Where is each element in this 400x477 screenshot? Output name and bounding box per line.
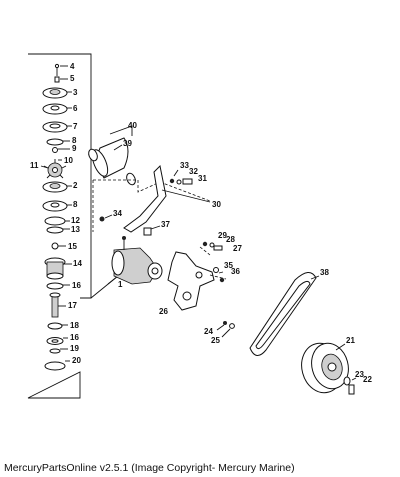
water-pump-body: [107, 236, 163, 285]
mounting-bracket: [167, 246, 227, 311]
bracket-assembly: [92, 164, 211, 236]
part-label-2: 2: [73, 181, 78, 190]
part-label-13: 13: [71, 225, 80, 234]
part-label-21: 21: [346, 336, 355, 345]
drive-belt: [249, 272, 320, 356]
part-label-30: 30: [212, 200, 221, 209]
part-label-37: 37: [161, 220, 170, 229]
pulley: [301, 342, 357, 395]
part-label-23: 23: [355, 370, 364, 379]
part-label-39: 39: [123, 139, 132, 148]
part-label-11: 11: [30, 161, 39, 170]
part-label-18: 18: [70, 321, 79, 330]
part-label-27: 27: [233, 244, 242, 253]
part-label-19: 19: [70, 344, 79, 353]
part-label-1: 1: [118, 280, 123, 289]
part-label-29: 29: [218, 231, 227, 240]
part-label-8: 8: [72, 136, 77, 145]
part-label-9: 9: [72, 144, 77, 153]
part-label-16: 16: [72, 281, 81, 290]
part-label-15: 15: [68, 242, 77, 251]
fastener-set: [202, 241, 235, 338]
pump-components-panel: [27, 53, 119, 399]
part-label-20: 20: [72, 356, 81, 365]
part-label-4: 4: [70, 62, 75, 71]
impeller-icon: [43, 159, 67, 179]
part-label-38: 38: [320, 268, 329, 277]
part-label-34: 34: [113, 209, 122, 218]
part-label-10: 10: [64, 156, 73, 165]
part-label-16b: 16: [70, 333, 79, 342]
part-label-22: 22: [363, 375, 372, 384]
part-label-25: 25: [211, 336, 220, 345]
part-label-6: 6: [73, 104, 78, 113]
part-number-labels: 4 5 3 6 7 8 9 10 11 2 8 12 13 15 14 16 1…: [30, 62, 372, 384]
part-label-31: 31: [198, 174, 207, 183]
part-label-28: 28: [226, 235, 235, 244]
part-label-14: 14: [73, 259, 82, 268]
image-caption: MercuryPartsOnline v2.5.1 (Image Copyrig…: [4, 462, 295, 474]
part-label-17: 17: [68, 301, 77, 310]
part-label-36: 36: [231, 267, 240, 276]
part-label-26: 26: [159, 307, 168, 316]
part-label-40: 40: [128, 121, 137, 130]
part-label-12: 12: [71, 216, 80, 225]
part-label-24: 24: [204, 327, 213, 336]
part-label-7: 7: [73, 122, 78, 131]
part-label-33: 33: [180, 161, 189, 170]
part-label-35: 35: [224, 261, 233, 270]
part-label-8b: 8: [73, 200, 78, 209]
part-label-32: 32: [189, 167, 198, 176]
part-label-5: 5: [70, 74, 75, 83]
hose-assembly: [88, 125, 136, 186]
part-label-3: 3: [73, 88, 78, 97]
exploded-parts-diagram: 4 5 3 6 7 8 9 10 11 2 8 12 13 15 14 16 1…: [27, 53, 372, 399]
